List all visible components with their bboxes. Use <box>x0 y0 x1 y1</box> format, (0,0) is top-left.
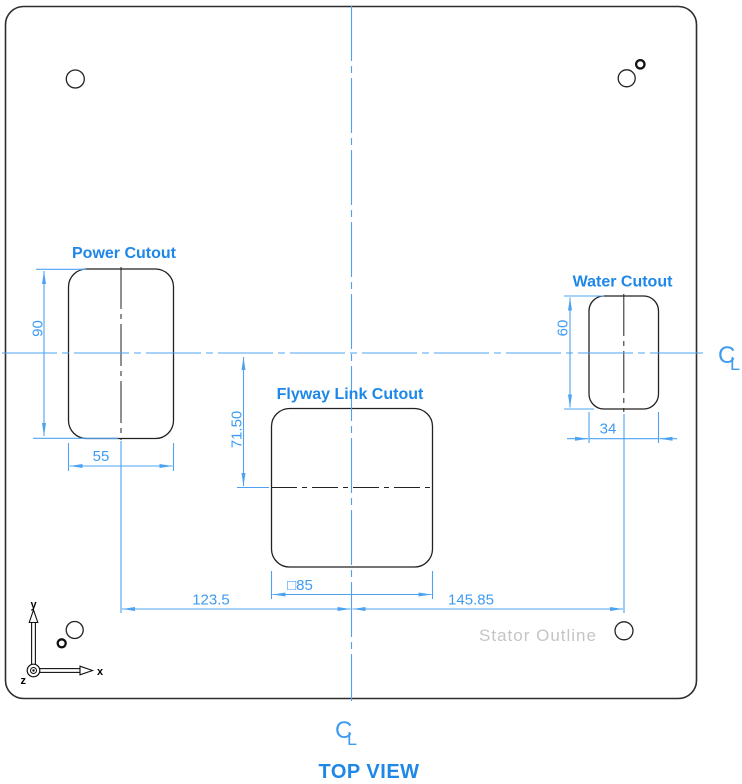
dimension-text-power-height: 90 <box>30 320 47 337</box>
dimension-flyway-offset: 71.50 <box>229 357 269 489</box>
x-axis-label: x <box>97 666 104 678</box>
main-centerlines <box>2 6 703 701</box>
mounting-holes <box>56 58 646 649</box>
power-cutout-label: Power Cutout <box>72 245 177 262</box>
dimension-text-flyway-size: □85 <box>287 577 313 594</box>
dimension-water-height: 60 <box>555 295 604 410</box>
z-axis-origin-dot <box>32 669 35 672</box>
y-axis-label: y <box>31 599 38 611</box>
z-axis-origin-ring <box>30 667 37 674</box>
dimension-text-flyway-offset: 71.50 <box>229 411 246 449</box>
dimension-power-height: 90 <box>30 268 118 439</box>
coordinate-triad-icon: y x z <box>21 599 105 687</box>
hole-top-right <box>617 69 636 88</box>
dimension-text-power-to-center: 123.5 <box>192 592 230 609</box>
centerline-symbol-bottom: C L <box>335 717 357 749</box>
dimension-text-water-height: 60 <box>555 320 572 337</box>
dimension-cutout-positions: 123.5 145.85 <box>120 414 625 613</box>
hole-bottom-right <box>614 621 634 641</box>
power-cutout-outline <box>67 268 175 440</box>
dimension-water-width: 34 <box>567 412 677 443</box>
dimension-text-power-width: 55 <box>93 448 110 465</box>
centerline-symbol-icon: L <box>347 729 357 749</box>
view-title: TOP VIEW <box>318 761 419 783</box>
dimension-flyway-size: □85 <box>270 571 434 599</box>
feature-centerlines <box>120 267 625 488</box>
y-axis-arrowhead <box>28 608 39 624</box>
stator-outline-label: Stator Outline <box>479 626 597 645</box>
pin-hole-top-right <box>634 58 646 70</box>
z-axis-label: z <box>21 675 27 687</box>
x-axis-arrowhead <box>79 665 95 676</box>
pin-hole-bottom-left <box>56 638 67 649</box>
hole-top-left <box>65 69 85 89</box>
x-axis-shaft <box>32 668 81 673</box>
water-cutout-label: Water Cutout <box>573 274 674 291</box>
flyway-cutout-label: Flyway Link Cutout <box>277 386 424 403</box>
centerline-symbol-icon: C <box>335 717 352 744</box>
y-axis-shaft <box>31 620 36 672</box>
hole-bottom-left <box>65 620 84 640</box>
centerline-symbol-icon: L <box>730 354 740 374</box>
dimension-text-water-width: 34 <box>600 421 617 438</box>
dimension-text-center-to-water: 145.85 <box>448 592 494 609</box>
centerline-symbol-right: C L <box>718 342 740 374</box>
centerline-symbol-icon: C <box>718 342 735 369</box>
